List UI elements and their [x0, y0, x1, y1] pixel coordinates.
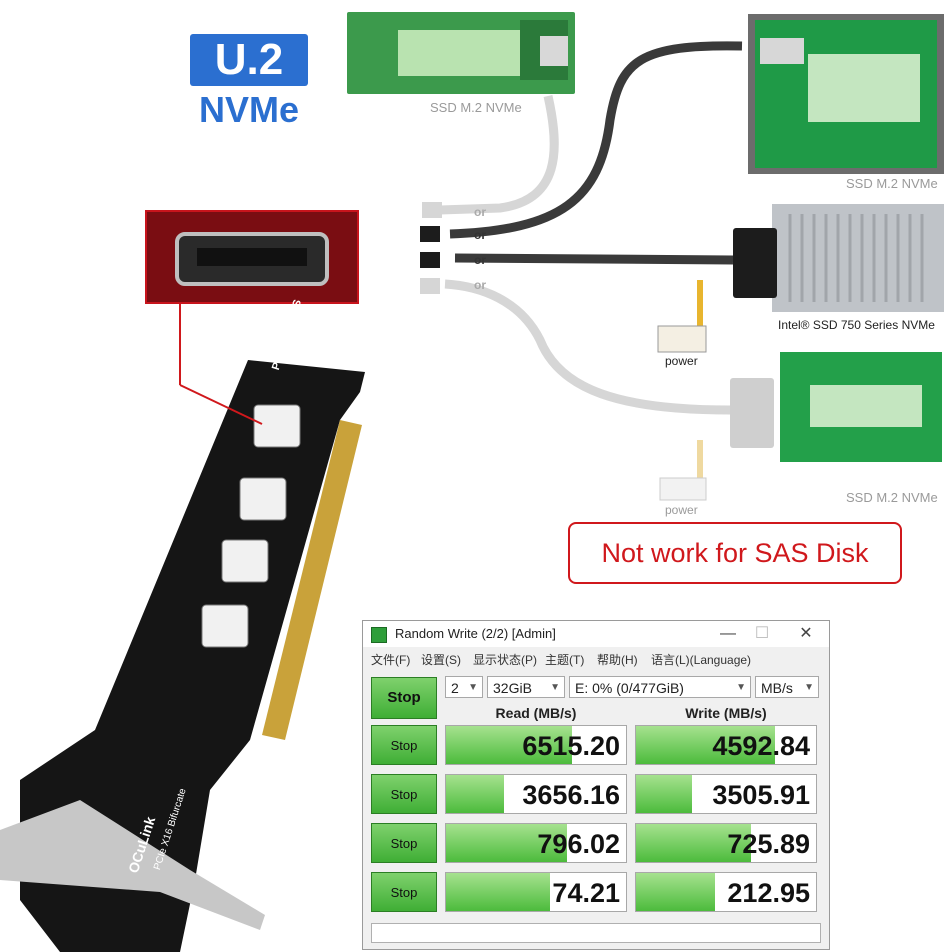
menu-display[interactable]: 显示状态(P)	[473, 653, 537, 667]
pcie-card	[0, 300, 365, 952]
write-value-4: 212.95	[727, 878, 810, 908]
read-value-3: 796.02	[537, 829, 620, 859]
write-bar-3	[636, 824, 752, 862]
write-cell-2: 3505.91	[635, 774, 817, 814]
main-stop-button[interactable]: Stop	[371, 677, 437, 719]
benchmark-window: Random Write (2/2) [Admin] — ☐ ✕ 文件(F) 设…	[362, 620, 830, 950]
write-cell-3: 725.89	[635, 823, 817, 863]
chevron-down-icon: ▼	[550, 682, 560, 693]
chevron-down-icon: ▼	[468, 682, 478, 693]
m2-card-top-right	[748, 14, 944, 174]
unit-select[interactable]: MB/s ▼	[755, 676, 819, 698]
menu-file[interactable]: 文件(F)	[371, 653, 411, 667]
app-icon	[371, 627, 387, 643]
intel-ssd-image	[733, 204, 944, 312]
row-stop-button-2[interactable]: Stop	[371, 774, 437, 814]
menu-bar: 文件(F) 设置(S) 显示状态(P) 主题(T) 帮助(H) 语言(L)(La…	[363, 649, 829, 669]
connector-closeup	[145, 210, 359, 304]
chevron-down-icon: ▼	[736, 682, 746, 693]
m2-card-top-left	[347, 12, 575, 94]
menu-theme[interactable]: 主题(T)	[545, 653, 585, 667]
write-bar-2	[636, 775, 692, 813]
or-label-2: or	[474, 228, 486, 242]
read-cell-1: 6515.20	[445, 725, 627, 765]
or-label-4: or	[474, 278, 486, 292]
read-value-2: 3656.16	[522, 780, 620, 810]
badge-nvme: NVMe	[198, 89, 300, 130]
badge-u2: U.2	[190, 34, 308, 86]
or-label-3: or	[474, 253, 486, 267]
menu-language[interactable]: 语言(L)(Language)	[651, 653, 752, 667]
write-cell-4: 212.95	[635, 872, 817, 912]
read-bar-1	[446, 726, 572, 764]
write-value-3: 725.89	[727, 829, 810, 859]
count-value: 2	[451, 680, 459, 696]
read-value-4: 74.21	[552, 878, 620, 908]
caption-intel-ssd: Intel® SSD 750 Series NVMe	[778, 318, 935, 332]
read-value-1: 6515.20	[522, 731, 620, 761]
caption-top-right-card: SSD M.2 NVMe	[846, 176, 938, 191]
u2-nvme-badge: U.2 NVMe	[190, 34, 308, 130]
unit-value: MB/s	[761, 680, 793, 696]
title-bar: Random Write (2/2) [Admin] — ☐ ✕	[363, 621, 829, 647]
write-header: Write (MB/s)	[685, 705, 767, 721]
caption-power-2: power	[665, 503, 698, 517]
or-label-1: or	[474, 205, 486, 219]
row-stop-button-1[interactable]: Stop	[371, 725, 437, 765]
drive-select[interactable]: E: 0% (0/477GiB) ▼	[569, 676, 751, 698]
row-stop-button-4[interactable]: Stop	[371, 872, 437, 912]
read-bar-3	[446, 824, 567, 862]
write-bar-1	[636, 726, 775, 764]
sff8611-port-icon	[175, 232, 329, 286]
m2-card-bottom	[730, 352, 942, 462]
count-select[interactable]: 2▼	[445, 676, 483, 698]
read-cell-3: 796.02	[445, 823, 627, 863]
sas-warning: Not work for SAS Disk	[568, 522, 902, 584]
read-bar-2	[446, 775, 504, 813]
close-button[interactable]: ✕	[799, 625, 813, 642]
read-cell-2: 3656.16	[445, 774, 627, 814]
minimize-button[interactable]: —	[720, 625, 736, 642]
drive-value: E: 0% (0/477GiB)	[575, 680, 684, 696]
maximize-button[interactable]: ☐	[754, 625, 770, 642]
size-select[interactable]: 32GiB ▼	[487, 676, 565, 698]
caption-top-left-card: SSD M.2 NVMe	[430, 100, 522, 115]
menu-settings[interactable]: 设置(S)	[421, 653, 461, 667]
caption-bottom-card: SSD M.2 NVMe	[846, 490, 938, 505]
read-cell-4: 74.21	[445, 872, 627, 912]
status-bar	[371, 923, 821, 943]
read-bar-4	[446, 873, 551, 911]
write-value-2: 3505.91	[712, 780, 810, 810]
size-value: 32GiB	[493, 680, 532, 696]
menu-help[interactable]: 帮助(H)	[597, 653, 638, 667]
caption-power-1: power	[665, 354, 698, 368]
window-title: Random Write (2/2) [Admin]	[395, 626, 556, 641]
row-stop-button-3[interactable]: Stop	[371, 823, 437, 863]
chevron-down-icon: ▼	[804, 682, 814, 693]
write-value-1: 4592.84	[712, 731, 810, 761]
write-cell-1: 4592.84	[635, 725, 817, 765]
cables	[439, 41, 743, 480]
write-bar-4	[636, 873, 716, 911]
read-header: Read (MB/s)	[495, 705, 577, 721]
